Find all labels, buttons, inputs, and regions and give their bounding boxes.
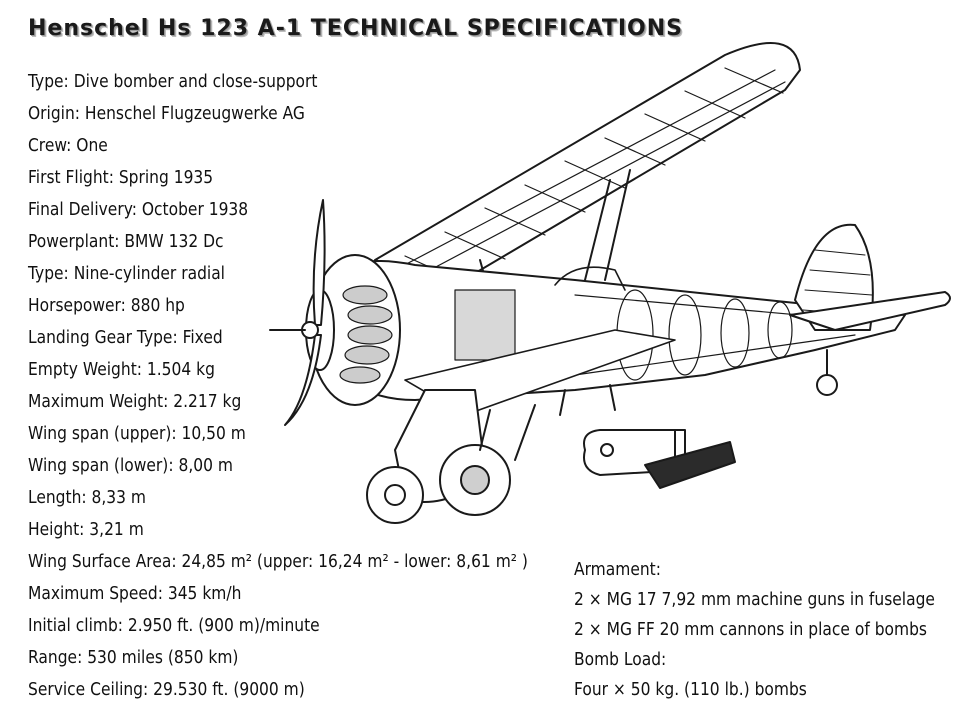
spec-horsepower: Horsepower: 880 hp [28, 295, 185, 316]
armament-machine-guns: 2 × MG 17 7,92 mm machine guns in fusela… [574, 589, 935, 610]
cockpit [554, 266, 626, 291]
spec-wingspan-upper: Wing span (upper): 10,50 m [28, 423, 246, 444]
armament-cannons: 2 × MG FF 20 mm cannons in place of bomb… [574, 619, 927, 640]
spec-height: Height: 3,21 m [28, 519, 144, 540]
spec-powerplant: Powerplant: BMW 132 Dc [28, 231, 224, 252]
spec-crew: Crew: One [28, 135, 108, 156]
cannon-pod [644, 441, 736, 489]
spec-wing-area: Wing Surface Area: 24,85 m² (upper: 16,2… [28, 551, 528, 572]
tail-wheel [816, 374, 838, 396]
horizontal-stabilizer [789, 291, 951, 331]
spec-list: Type: Dive bomber and close-support Orig… [28, 66, 609, 706]
propeller [269, 199, 326, 426]
upper-wing [374, 42, 801, 286]
spec-origin: Origin: Henschel Flugzeugwerke AG [28, 103, 305, 124]
spec-length: Length: 8,33 m [28, 487, 147, 508]
bomb-load-heading: Bomb Load: [574, 649, 667, 670]
engine-cylinders [339, 285, 393, 384]
main-wheels [366, 444, 511, 524]
spec-engine-type: Type: Nine-cylinder radial [28, 263, 225, 284]
spec-type: Type: Dive bomber and close-support [28, 71, 318, 92]
spec-landing-gear: Landing Gear Type: Fixed [28, 327, 223, 348]
armament-list: Armament: 2 × MG 17 7,92 mm machine guns… [574, 555, 960, 705]
page-title: Henschel Hs 123 A-1 TECHNICAL SPECIFICAT… [28, 16, 683, 41]
spec-max-speed: Maximum Speed: 345 km/h [28, 583, 242, 604]
spec-wingspan-lower: Wing span (lower): 8,00 m [28, 455, 233, 476]
spec-final-delivery: Final Delivery: October 1938 [28, 199, 249, 220]
spec-empty-weight: Empty Weight: 1.504 kg [28, 359, 215, 380]
spec-range: Range: 530 miles (850 km) [28, 647, 239, 668]
bomb-load-value: Four × 50 kg. (110 lb.) bombs [574, 679, 807, 700]
armament-heading: Armament: [574, 559, 661, 580]
upper-wing-ribs [394, 67, 786, 284]
spec-first-flight: First Flight: Spring 1935 [28, 167, 214, 188]
spec-service-ceiling: Service Ceiling: 29.530 ft. (9000 m) [28, 679, 305, 700]
aircraft-cutaway-illustration [269, 42, 951, 524]
spec-max-weight: Maximum Weight: 2.217 kg [28, 391, 242, 412]
spec-initial-climb: Initial climb: 2.950 ft. (900 m)/minute [28, 615, 320, 636]
